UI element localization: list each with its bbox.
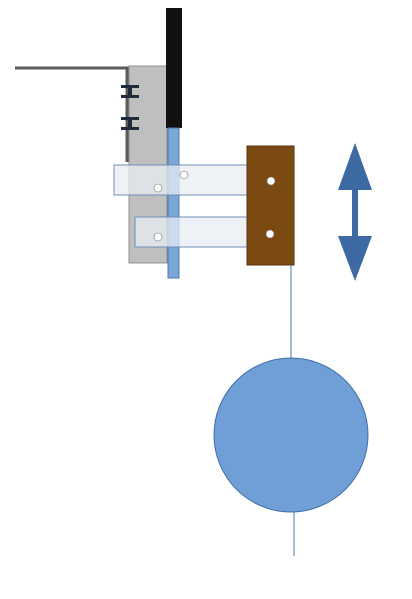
brown-carriage-block bbox=[246, 145, 295, 266]
blue-vertical-rod bbox=[167, 127, 180, 279]
pendulum-bob bbox=[213, 357, 369, 513]
bolt-clamp-icon bbox=[121, 85, 139, 98]
pivot-point bbox=[153, 232, 163, 242]
bolt-clamp-icon bbox=[121, 117, 139, 130]
black-vertical-bar bbox=[166, 8, 182, 128]
pivot-point bbox=[265, 229, 275, 239]
pivot-point bbox=[153, 183, 163, 193]
pivot-point bbox=[266, 176, 276, 186]
double-vertical-arrow-icon bbox=[338, 143, 372, 281]
wall-bracket-line bbox=[15, 66, 129, 162]
pivot-point bbox=[179, 170, 189, 180]
